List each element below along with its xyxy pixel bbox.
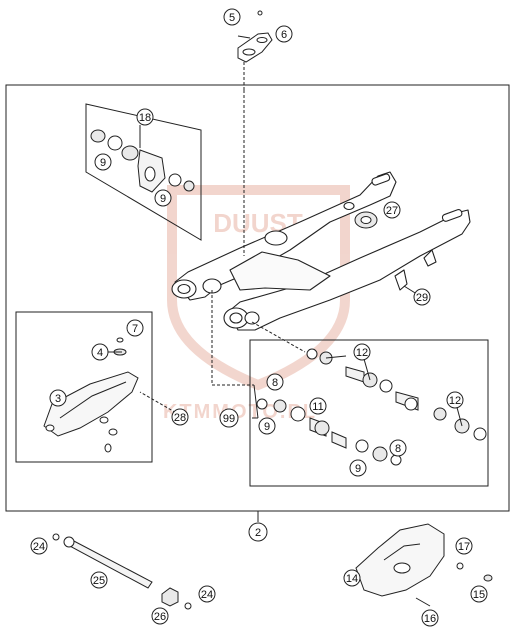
- callout-99: 99: [219, 408, 239, 428]
- svg-text:9: 9: [160, 193, 166, 205]
- callout-29: 29: [413, 288, 431, 306]
- svg-text:9: 9: [355, 463, 361, 475]
- svg-text:17: 17: [458, 541, 470, 553]
- top-bolt-part: [257, 10, 263, 16]
- svg-text:11: 11: [312, 401, 323, 413]
- svg-text:2: 2: [255, 527, 261, 539]
- callout-18: 18: [136, 108, 154, 126]
- callout-15: 15: [470, 585, 488, 603]
- svg-text:28: 28: [174, 412, 186, 424]
- callout-27: 27: [383, 201, 401, 219]
- svg-text:8: 8: [272, 377, 278, 389]
- callout-3: 3: [49, 389, 67, 407]
- callout-14: 14: [343, 569, 361, 587]
- axle-group: [52, 533, 192, 610]
- callout-24a: 24: [30, 537, 48, 555]
- svg-text:12: 12: [356, 347, 368, 359]
- svg-text:25: 25: [93, 575, 105, 587]
- callout-9d: 9: [349, 459, 367, 477]
- callout-12b: 12: [446, 391, 464, 409]
- seal-part: [107, 135, 123, 151]
- spacer-part: [168, 173, 182, 187]
- callout-2: 2: [248, 522, 268, 542]
- callout-28: 28: [171, 408, 189, 426]
- callout-16: 16: [421, 609, 439, 627]
- screw-part: [116, 337, 124, 343]
- swingarm-part: [171, 171, 471, 331]
- svg-text:14: 14: [346, 573, 358, 585]
- svg-text:4: 4: [97, 347, 103, 359]
- callout-5: 5: [223, 8, 241, 26]
- callout-7: 7: [126, 319, 144, 337]
- svg-text:29: 29: [416, 292, 428, 304]
- callout-8a: 8: [266, 373, 284, 391]
- axle-part: [65, 539, 153, 589]
- callout-9a: 9: [94, 153, 112, 171]
- svg-text:15: 15: [473, 589, 485, 601]
- callouts: 5 6 18 9 9 27 29 7 4 3 28 12 8 12 11 99 …: [30, 8, 488, 627]
- callout-9b: 9: [154, 189, 172, 207]
- box-99: [249, 339, 489, 487]
- bushing-part: [121, 145, 139, 161]
- svg-text:26: 26: [154, 611, 166, 623]
- watermark-shield: [167, 185, 350, 391]
- chain-slider-rear-group: [355, 523, 493, 607]
- svg-text:8: 8: [395, 443, 401, 455]
- watermark: DUUST KTMMOTO.PL: [163, 185, 350, 423]
- box-28: [15, 311, 153, 463]
- washer-left: [52, 533, 60, 541]
- svg-text:9: 9: [264, 421, 270, 433]
- svg-text:99: 99: [223, 413, 235, 425]
- callout-8b: 8: [389, 439, 407, 457]
- callout-12a: 12: [353, 343, 371, 361]
- top-mount-group: [237, 10, 273, 90]
- svg-text:7: 7: [132, 323, 138, 335]
- callout-11: 11: [309, 397, 327, 415]
- svg-text:3: 3: [55, 393, 61, 405]
- svg-text:24: 24: [33, 541, 45, 553]
- box-18: [85, 103, 202, 241]
- svg-text:18: 18: [139, 112, 151, 124]
- axle-nut-part: [161, 587, 179, 607]
- callout-24b: 24: [198, 585, 216, 603]
- svg-text:9: 9: [100, 157, 106, 169]
- callout-9c: 9: [258, 417, 276, 435]
- svg-text:27: 27: [386, 205, 398, 217]
- callout-25: 25: [90, 571, 108, 589]
- chain-guide-part: [43, 371, 139, 437]
- callout-17: 17: [455, 537, 473, 555]
- svg-text:6: 6: [281, 29, 287, 41]
- part-27: [354, 211, 378, 229]
- callout-26: 26: [151, 607, 169, 625]
- chain-slider-rear-part: [355, 523, 445, 597]
- svg-text:24: 24: [201, 589, 213, 601]
- svg-text:12: 12: [449, 395, 461, 407]
- callout-4: 4: [91, 343, 109, 361]
- callout-6: 6: [275, 25, 293, 43]
- svg-text:16: 16: [424, 613, 436, 625]
- svg-text:5: 5: [229, 12, 235, 24]
- washer-part: [183, 180, 195, 192]
- bearing-part: [90, 129, 106, 143]
